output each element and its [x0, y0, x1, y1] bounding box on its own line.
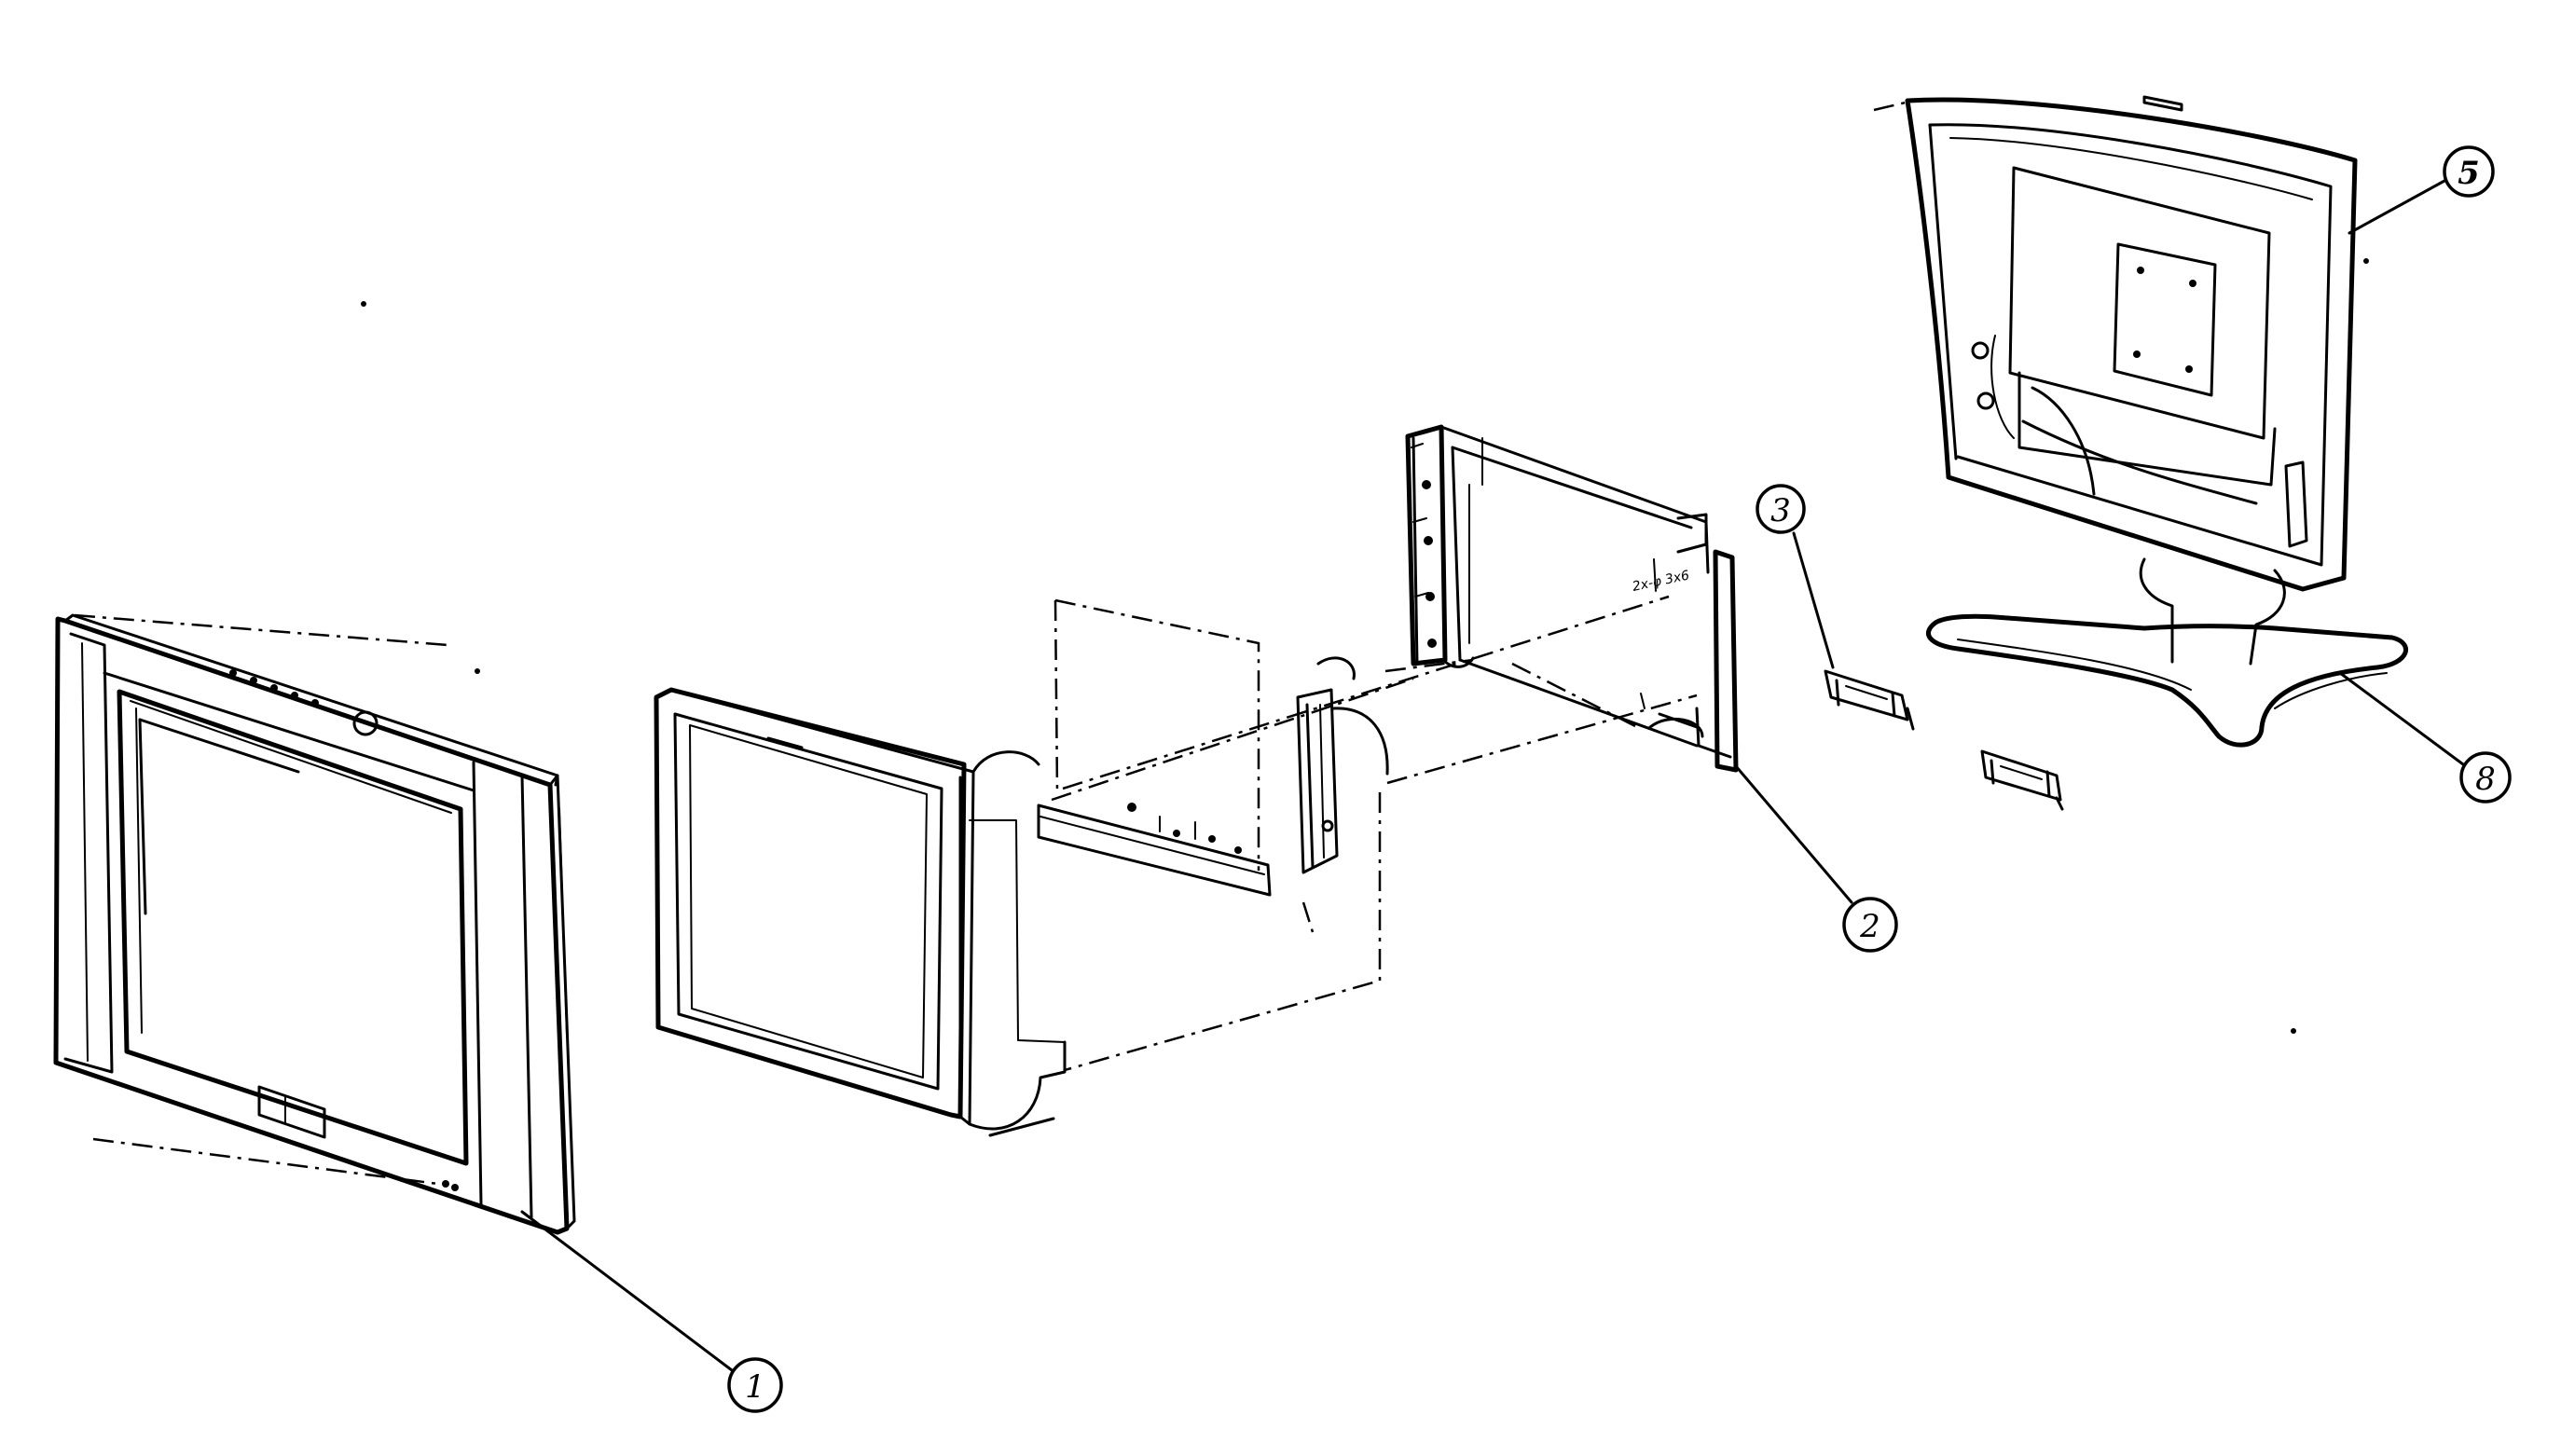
svg-text:5: 5 — [2458, 155, 2480, 192]
front-bezel-assembly — [53, 613, 576, 1235]
main-board — [1037, 598, 1272, 897]
leader-line-1 — [520, 1210, 734, 1372]
callout-1: 1 — [727, 1357, 783, 1413]
assembly-guide-lines — [1051, 595, 1698, 1072]
stand-base — [1925, 557, 2408, 748]
svg-text:2: 2 — [1859, 908, 1880, 945]
leader-line-2 — [1734, 764, 1853, 904]
svg-text:3: 3 — [1770, 492, 1791, 529]
rear-chassis-frame: 2x-φ 3x6 — [1405, 424, 1739, 773]
callout-2: 2 — [1842, 897, 1898, 953]
hinge-bracket-lower — [1980, 749, 2064, 811]
button-row — [229, 669, 379, 736]
svg-text:2x-φ 3x6: 2x-φ 3x6 — [1632, 568, 1691, 595]
lcd-panel-module — [654, 687, 1067, 1137]
side-pcb-bracket — [1296, 656, 1389, 933]
callout-3: 3 — [1756, 484, 1806, 534]
leader-line-5 — [2348, 179, 2446, 235]
rear-cover — [1873, 95, 2358, 592]
callout-8: 8 — [2459, 751, 2512, 804]
hinge-bracket-upper — [1824, 669, 1915, 731]
svg-text:1: 1 — [745, 1368, 765, 1406]
svg-text:8: 8 — [2475, 761, 2496, 798]
leader-line-3 — [1792, 531, 1835, 669]
leader-line-8 — [2338, 671, 2465, 766]
callout-5: 5 — [2443, 145, 2495, 198]
